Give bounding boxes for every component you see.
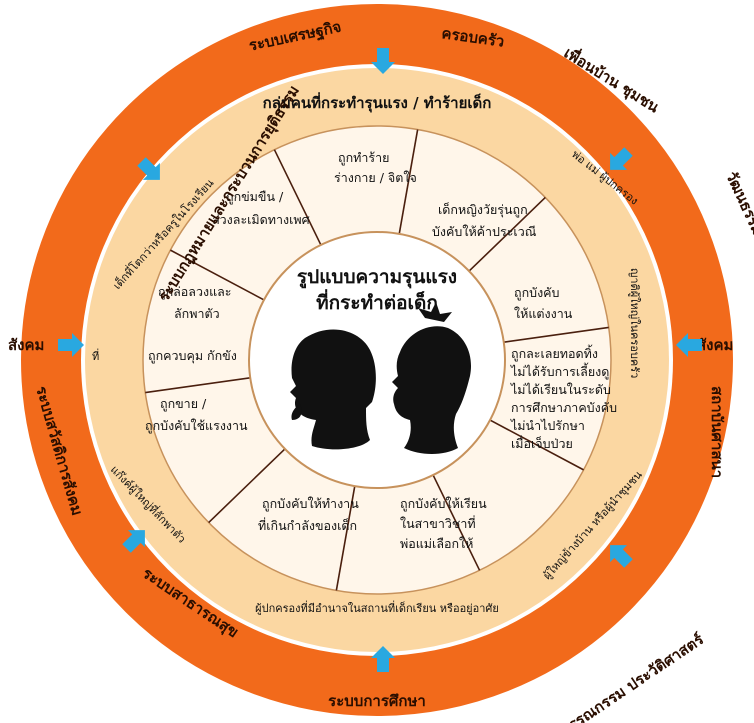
violence-type-labels: ถูกทำร้าย ร่างกาย / จิตใจ เด็กหญิงวัยรุ่… — [145, 150, 617, 551]
arrow-icon — [371, 646, 395, 672]
arrows — [58, 48, 702, 672]
perpetrator-other: ที่ — [92, 348, 99, 363]
violence-type-sexual-line1: ถูกข่มขืน / — [226, 189, 284, 205]
arrow-icon — [58, 333, 84, 357]
violence-type-marriage-line1: ถูกบังคับ — [514, 285, 560, 301]
violence-type-sexual-line2: ล่วงละเมิดทางเพศ — [212, 212, 310, 227]
arrow-icon — [371, 48, 395, 74]
arrow-icon — [137, 157, 160, 180]
center-title-line2: ที่กระทำต่อเด็ก — [316, 289, 438, 314]
perpetrator-title: กลุ่มคนที่กระทำรุนแรง / ทำร้ายเด็ก — [263, 92, 492, 113]
violence-type-abducted-line2: ลักพาตัว — [174, 306, 220, 321]
center-title-line1: รูปแบบความรุนแรง — [297, 266, 457, 289]
perpetrator-guardian-school: ผู้ปกครองที่มีอำนาจในสถานที่เด็กเรียน หร… — [255, 600, 499, 615]
violence-type-prostitution-line2: บังคับให้ค้าประเวณี — [432, 224, 537, 239]
ring-culture: วัฒนธรรม ประเพณี — [722, 169, 754, 292]
violence-type-neglect-line2: ไม่ได้รับการเลี้ยงดู — [510, 362, 609, 380]
violence-type-forced-work-line1: ถูกบังคับให้ทำงาน — [262, 496, 359, 512]
arrow-icon — [676, 333, 702, 357]
ring-education: ระบบการศึกษา — [328, 692, 426, 710]
ring-religion: สถาบันศาสนา — [708, 386, 726, 478]
segment-divider — [208, 448, 286, 524]
violence-type-physical-line2: ร่างกาย / จิตใจ — [334, 170, 417, 185]
segment-dividers — [145, 129, 609, 591]
arrow-icon — [610, 545, 633, 568]
perpetrator-relatives: ญาติผู้ใหญ่ในครอบครัว — [628, 268, 641, 378]
violence-type-neglect-line6: เมื่อเจ็บป่วย — [511, 435, 573, 451]
violence-type-neglect-line4: การศึกษาภาคบังคับ — [511, 400, 617, 415]
violence-type-neglect-line5: ไม่นำไปรักษา — [510, 418, 585, 433]
segment-divider — [273, 149, 322, 246]
violence-type-forced-study-line3: พ่อแม่เลือกให้ — [400, 536, 473, 551]
boy-silhouette-icon — [290, 329, 376, 450]
violence-type-sold-line1: ถูกขาย / — [160, 396, 207, 412]
segment-divider — [145, 377, 251, 394]
violence-type-confined: ถูกควบคุม กักขัง — [148, 348, 237, 364]
segment-divider — [170, 249, 265, 301]
arrow-icon — [122, 530, 145, 553]
violence-type-neglect-line3: ไม่ได้เรียนในระดับ — [510, 382, 611, 397]
violence-type-forced-study-line1: ถูกบังคับให้เรียน — [400, 496, 487, 512]
ring-society-right: สังคม — [697, 336, 733, 354]
violence-type-neglect-line1: ถูกละเลยทอดทิ้ง — [511, 344, 598, 362]
ring-society-left: สังคม — [8, 336, 44, 354]
arrow-icon — [610, 147, 633, 170]
girl-silhouette-icon — [392, 302, 472, 454]
segment-divider — [503, 326, 609, 343]
violence-type-physical-line1: ถูกทำร้าย — [338, 150, 389, 166]
violence-type-marriage-line2: ให้แต่งงาน — [514, 306, 573, 321]
violence-type-abducted-line1: ถูกล่อลวงและ — [158, 284, 232, 300]
violence-type-sold-line2: ถูกบังคับใช้แรงงาน — [145, 418, 248, 434]
segment-divider — [398, 129, 419, 235]
violence-type-prostitution-line1: เด็กหญิงวัยรุ่นถูก — [438, 202, 528, 218]
segment-divider — [468, 196, 546, 272]
segment-divider — [432, 474, 481, 571]
segment-divider — [335, 485, 356, 591]
violence-type-forced-study-line2: ในสาขาวิชาที่ — [400, 515, 476, 531]
violence-type-forced-work-line2: ที่เกินกำลังของเด็ก — [258, 517, 357, 533]
segment-divider — [489, 419, 584, 471]
